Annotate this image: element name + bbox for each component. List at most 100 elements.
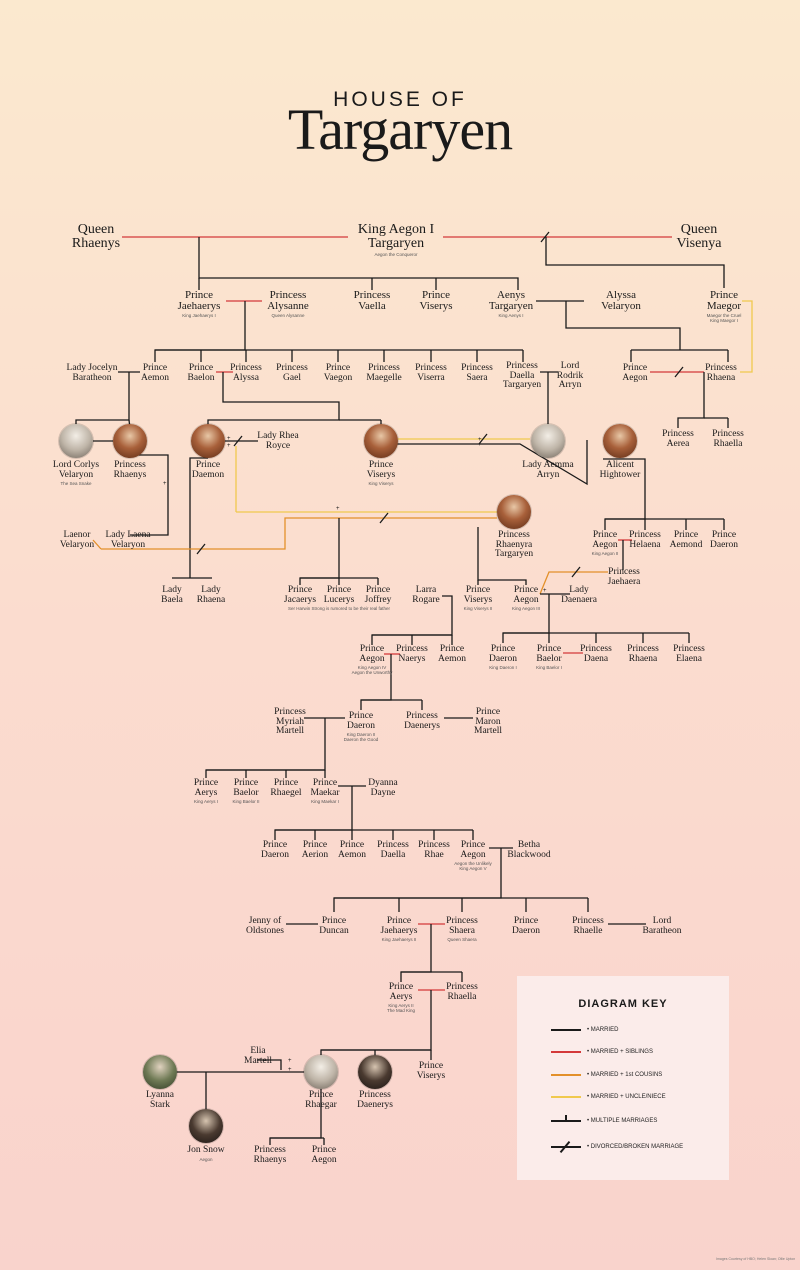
key-title: DIAGRAM KEY bbox=[578, 998, 668, 1010]
person-elaena: Princess Elaena bbox=[673, 644, 705, 664]
svg-text:+: + bbox=[543, 588, 547, 594]
person-rhaegel: Prince Rhaegel bbox=[270, 778, 302, 798]
person-viserra: Princess Viserra bbox=[415, 363, 447, 383]
key-row: • MARRIED + UNCLE/NIECE bbox=[551, 1094, 666, 1100]
key-row: • DIVORCED/BROKEN MARRIAGE bbox=[551, 1140, 684, 1154]
svg-text:+: + bbox=[227, 443, 231, 449]
person-alyssa-velaryon: Alyssa Velaryon bbox=[601, 289, 641, 312]
person-daenerys: Princess Daenerys bbox=[357, 1090, 393, 1110]
person-naerys: Princess Naerys bbox=[396, 644, 428, 664]
key-label: • MARRIED + UNCLE/NIECE bbox=[587, 1094, 666, 1100]
person-daemon: Prince Daemon bbox=[191, 460, 225, 480]
person-rodrik: Lord Rodrik Arryn bbox=[556, 361, 584, 390]
portrait-daemon bbox=[191, 424, 225, 458]
page-title: Targaryen bbox=[287, 97, 513, 162]
person-jocelyn: Lady Jocelyn Baratheon bbox=[66, 363, 118, 383]
person-aemon-k: Prince Aemon bbox=[438, 644, 466, 664]
person-gael: Princess Gael bbox=[276, 363, 308, 383]
person-helaena: Princess Helaena bbox=[629, 530, 661, 550]
person-larra: Larra Rogare bbox=[412, 585, 440, 605]
person-alicent: Alicent Hightower bbox=[599, 460, 641, 480]
svg-text:+: + bbox=[478, 437, 482, 443]
person-rhaenys-p: Princess Rhaenys bbox=[113, 460, 147, 480]
portrait-rhaegar bbox=[304, 1055, 338, 1089]
key-row: • MARRIED + 1st COUSINS bbox=[551, 1072, 662, 1078]
person-viserys-a: Prince Viserys bbox=[419, 289, 453, 312]
portrait-corlys bbox=[59, 424, 93, 458]
key-label: • MARRIED + 1st COUSINS bbox=[587, 1072, 663, 1078]
person-myriah: Princess Myriah Martell bbox=[274, 707, 306, 736]
key-swatch bbox=[551, 1029, 581, 1031]
person-jaehaera: Princess Jaehaera bbox=[607, 567, 641, 587]
person-daeron-g: Prince Daeron bbox=[710, 530, 738, 550]
person-betha: Betha Blackwood bbox=[507, 840, 551, 860]
key-swatch bbox=[551, 1115, 581, 1122]
person-lucerys: Prince Lucerys bbox=[323, 585, 355, 605]
person-viserys-iii: Prince Viserys bbox=[416, 1061, 446, 1081]
person-aemond: Prince Aemond bbox=[669, 530, 703, 550]
portrait-aemma bbox=[531, 424, 565, 458]
svg-text:+: + bbox=[227, 436, 231, 442]
key-swatch bbox=[551, 1140, 581, 1154]
person-laena: Lady Laena Velaryon bbox=[105, 530, 151, 550]
person-rhae: Princess Rhae bbox=[418, 840, 450, 860]
svg-text:+: + bbox=[288, 1067, 292, 1073]
person-elia: Elia Martell bbox=[244, 1046, 272, 1066]
portrait-alicent bbox=[603, 424, 637, 458]
key-label: • MULTIPLE MARRIAGES bbox=[587, 1118, 658, 1124]
person-maron: Prince Maron Martell bbox=[474, 707, 502, 736]
person-duncan: Prince Duncan bbox=[319, 916, 349, 936]
person-aegon-r: Prince Aegon bbox=[311, 1145, 337, 1165]
svg-text:+: + bbox=[336, 506, 340, 512]
key-swatch bbox=[551, 1051, 581, 1053]
person-queen-visenya: Queen Visenya bbox=[676, 222, 722, 251]
person-aerion: Prince Aerion bbox=[301, 840, 329, 860]
person-alyssa-p: Princess Alyssa bbox=[230, 363, 262, 383]
portrait-lyanna bbox=[143, 1055, 177, 1089]
person-rhaena-b: Princess Rhaena bbox=[627, 644, 659, 664]
key-label: • MARRIED + SIBLINGS bbox=[587, 1049, 653, 1055]
person-lyanna: Lyanna Stark bbox=[146, 1090, 174, 1110]
svg-text:+: + bbox=[163, 481, 167, 487]
marriage-line bbox=[92, 539, 102, 550]
person-baela: Lady Baela bbox=[161, 585, 183, 605]
person-aemma: Lady Aemma Arryn bbox=[522, 460, 574, 480]
person-jenny: Jenny of Oldstones bbox=[246, 916, 284, 936]
person-maegelle: Princess Maegelle bbox=[366, 363, 402, 383]
key-row: • MULTIPLE MARRIAGES bbox=[551, 1115, 658, 1124]
velaryon-note: Ser Harwin Strong is rumored to be their… bbox=[287, 606, 391, 611]
diagram-key: DIAGRAM KEY • MARRIED• MARRIED + SIBLING… bbox=[517, 976, 729, 1180]
person-aemon-b: Prince Aemon bbox=[141, 363, 169, 383]
person-rhaegar: Prince Rhaegar bbox=[305, 1090, 337, 1110]
person-daenaera: Lady Daenaera bbox=[561, 585, 597, 605]
person-rhaenys-r: Princess Rhaenys bbox=[253, 1145, 287, 1165]
person-lord-baratheon: Lord Baratheon bbox=[642, 916, 682, 936]
person-dyanna: Dyanna Dayne bbox=[368, 778, 398, 798]
title-kicker: HOUSE OF bbox=[333, 88, 467, 111]
key-swatch bbox=[551, 1096, 581, 1098]
person-joffrey: Prince Joffrey bbox=[364, 585, 392, 605]
person-daella: Princess Daella Targaryen bbox=[502, 361, 542, 390]
key-swatch bbox=[551, 1074, 581, 1076]
person-rhaella: Princess Rhaella bbox=[446, 982, 478, 1002]
key-label: • DIVORCED/BROKEN MARRIAGE bbox=[587, 1144, 684, 1150]
person-rhea: Lady Rhea Royce bbox=[257, 431, 299, 451]
